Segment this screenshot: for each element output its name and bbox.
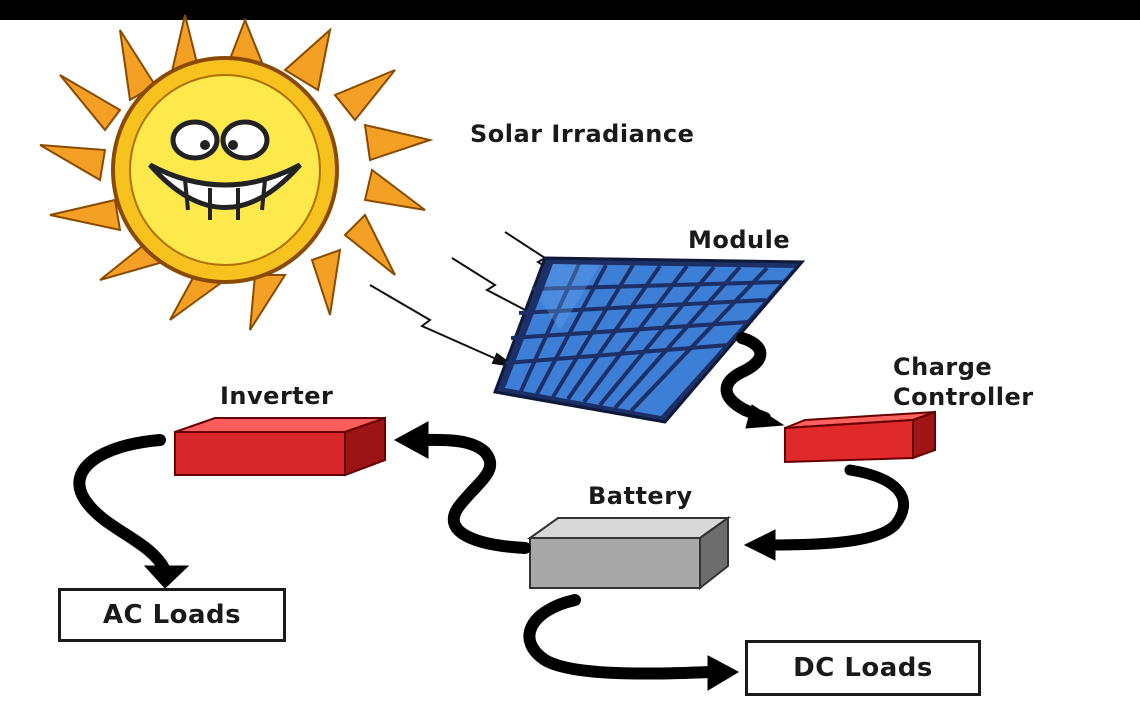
battery-label: Battery (588, 482, 693, 510)
controller-to-battery-arrow (764, 464, 910, 551)
flow-arrows (73, 332, 910, 691)
battery-to-dc-arrowhead (707, 655, 740, 691)
inverter-label: Inverter (220, 382, 334, 410)
inverter-to-ac-arrow (73, 434, 171, 576)
charge-controller-icon (784, 410, 936, 464)
battery-to-inverter-arrowhead (393, 421, 429, 459)
battery-to-inverter-arrow (414, 433, 531, 554)
charge-controller-label: Charge Controller (893, 352, 1034, 412)
module-to-controller-arrowhead (745, 404, 785, 429)
module-to-controller-arrow (720, 332, 771, 424)
module-label: Module (688, 226, 791, 254)
battery-to-dc-arrow (523, 594, 716, 680)
inverter-to-ac-arrowhead (143, 565, 190, 589)
solar-panel-icon (492, 256, 806, 424)
dc-loads-box: DC Loads (745, 640, 981, 696)
inverter-icon (174, 416, 386, 477)
battery-icon (526, 516, 732, 591)
ac-loads-label: AC Loads (102, 600, 242, 630)
controller-to-battery-arrowhead (743, 529, 776, 561)
top-black-band (0, 0, 1140, 20)
charge-controller-label-line1: Charge (893, 353, 993, 381)
charge-controller-label-line2: Controller (893, 383, 1034, 411)
sun-icon (39, 14, 434, 331)
solar-irradiance-label: Solar Irradiance (470, 120, 695, 148)
ac-loads-box: AC Loads (58, 588, 286, 642)
dc-loads-label: DC Loads (793, 653, 933, 683)
